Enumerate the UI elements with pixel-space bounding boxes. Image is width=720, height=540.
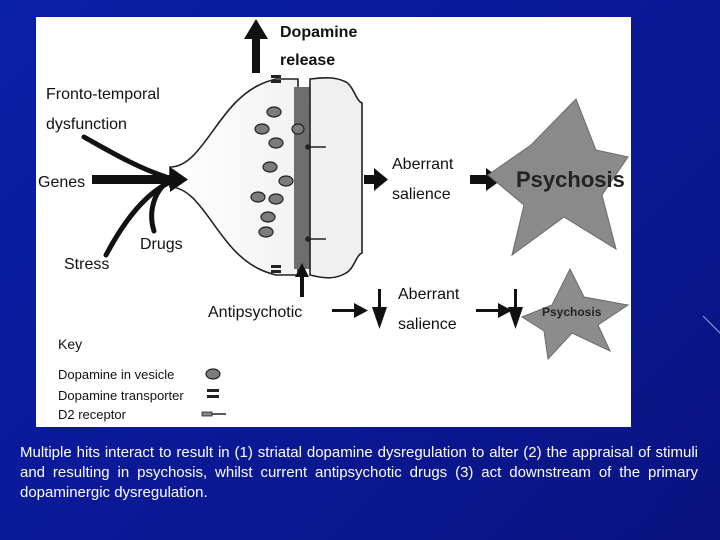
antipsychotic-right-arrow xyxy=(332,303,368,318)
aberrant-bottom-label-2: salience xyxy=(398,316,457,333)
antipsychotic-up-arrow xyxy=(295,263,309,297)
psychosis-small-label: Psychosis xyxy=(542,305,602,319)
dopamine-release-arrow xyxy=(244,19,268,73)
diagram-svg: Dopamine release Fronto-temporal dysfunc… xyxy=(38,19,630,422)
dopamine-release-label-2: release xyxy=(280,52,335,69)
key-title: Key xyxy=(58,336,82,352)
key-vesicle-icon xyxy=(205,368,221,380)
aberrant-bottom-label-1: Aberrant xyxy=(398,286,460,303)
d2-receptors xyxy=(305,144,326,242)
fronto-temporal-label-1: Fronto-temporal xyxy=(46,86,160,103)
drugs-label: Drugs xyxy=(140,236,183,253)
salience-right-arrow xyxy=(476,303,512,318)
aberrant-top-label-1: Aberrant xyxy=(392,156,454,173)
psychosis-big-label: Psychosis xyxy=(516,167,625,192)
fronto-temporal-label-2: dysfunction xyxy=(46,116,127,133)
decrease-arrow-1 xyxy=(372,289,387,329)
aberrant-top-label-2: salience xyxy=(392,186,451,203)
psychosis-star-small xyxy=(520,267,630,361)
genes-arrow xyxy=(92,167,188,192)
caption-text: Multiple hits interact to result in (1) … xyxy=(20,444,698,501)
dopamine-transporters xyxy=(271,75,281,273)
postsynaptic-terminal xyxy=(309,76,363,279)
dopamine-vesicles xyxy=(250,106,305,238)
key-item-transporter: Dopamine transporter xyxy=(58,388,184,403)
diagram-panel: Dopamine release Fronto-temporal dysfunc… xyxy=(36,17,631,427)
antipsychotic-label: Antipsychotic xyxy=(208,304,302,321)
dopamine-release-label-1: Dopamine xyxy=(280,24,357,41)
decrease-arrow-2 xyxy=(508,289,523,329)
key-item-vesicle: Dopamine in vesicle xyxy=(58,367,174,382)
key-item-d2: D2 receptor xyxy=(58,407,127,422)
input-arrows xyxy=(81,134,171,258)
key-transporter-icon xyxy=(207,389,219,398)
genes-label: Genes xyxy=(38,174,85,191)
psychosis-star-big xyxy=(487,98,629,257)
stress-label: Stress xyxy=(64,256,109,273)
arrow-to-aberrant-top xyxy=(364,168,388,191)
key-d2-receptor-icon xyxy=(201,411,226,417)
